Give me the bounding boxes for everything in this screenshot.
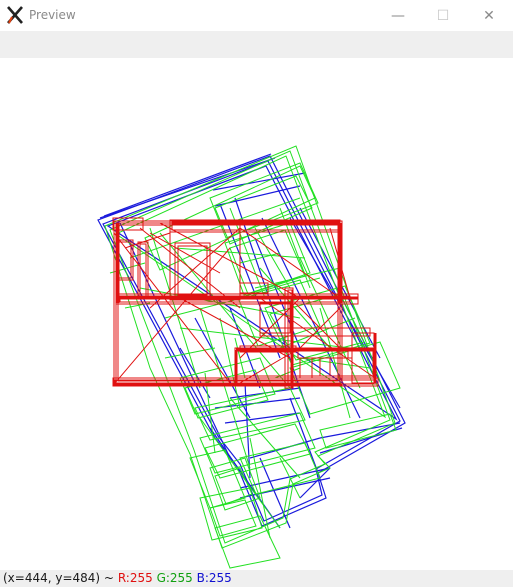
title-bar[interactable]: Preview — ☐ ✕ <box>0 0 513 31</box>
green-overlay <box>104 145 401 569</box>
x-logo-icon <box>7 6 23 24</box>
close-icon: ✕ <box>483 7 495 24</box>
floorplan-image <box>97 145 406 569</box>
minimize-icon: — <box>391 7 405 24</box>
maximize-button[interactable]: ☐ <box>420 0 466 31</box>
close-button[interactable]: ✕ <box>466 0 512 31</box>
pixel-blue-value: B:255 <box>196 571 232 585</box>
red-walls <box>116 221 377 388</box>
maximize-icon: ☐ <box>436 7 450 24</box>
status-bar: (x=444, y=484) ~ R:255 G:255 B:255 <box>0 570 513 587</box>
image-canvas[interactable] <box>0 58 513 570</box>
toolbar <box>0 31 513 58</box>
pixel-red-value: R:255 <box>117 571 153 585</box>
pixel-green-value: G:255 <box>156 571 193 585</box>
cursor-coords: (x=444, y=484) ~ <box>3 571 114 585</box>
window-title: Preview <box>29 8 76 22</box>
minimize-button[interactable]: — <box>375 0 421 31</box>
red-overlay <box>112 217 379 389</box>
